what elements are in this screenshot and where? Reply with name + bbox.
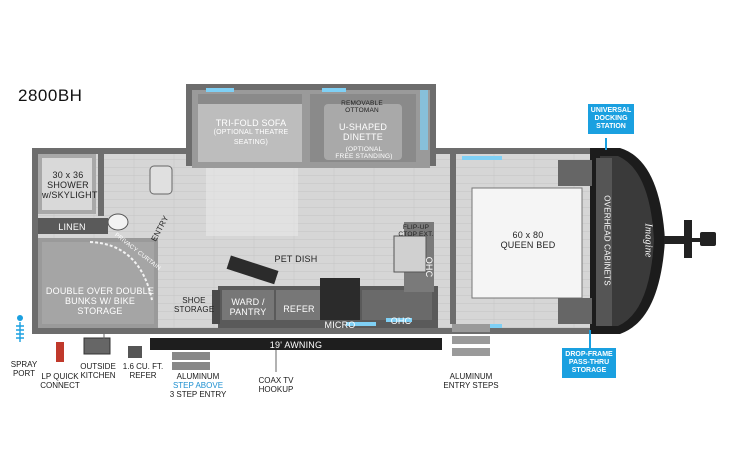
lp-line-1: LP QUICK — [41, 372, 79, 381]
shower-size: 30 x 36 — [52, 170, 84, 180]
refer-outside-icon — [128, 346, 142, 358]
ohc-bottom-label: OHC — [390, 316, 412, 326]
dinette-line-2: DINETTE — [343, 132, 383, 142]
spray-line-2: PORT — [12, 369, 36, 378]
dinette-note: (OPTIONAL FREE STANDING) — [334, 146, 394, 160]
brand-logo: Imagine — [642, 223, 654, 258]
shower-title: SHOWER — [47, 180, 89, 190]
shoe-line-2: STORAGE — [174, 305, 215, 314]
awning-label: 19' AWNING — [269, 340, 323, 350]
kitchen — [218, 222, 438, 328]
bed-size: 60 x 80 — [512, 230, 544, 240]
aluminum-step-label: ALUMINUM STEP ABOVE 3 STEP ENTRY — [166, 372, 230, 399]
docking-line-3: STATION — [596, 123, 626, 130]
spray-port-icon — [16, 315, 24, 342]
rear-bath — [38, 154, 173, 234]
drop-frame-line-3: STORAGE — [571, 367, 607, 374]
awning — [150, 338, 442, 350]
overhead-cabinets-label: OVERHEAD CABINETS — [602, 195, 612, 286]
refer-out-line-1: 1.6 CU. FT. — [122, 362, 164, 371]
sofa-note: (OPTIONAL THEATRE SEATING) — [213, 129, 289, 146]
outside-kitchen-label: OUTSIDE KITCHEN — [76, 362, 120, 380]
kitchen-out-line-2: KITCHEN — [80, 371, 116, 380]
linen-label: LINEN — [58, 222, 86, 232]
coax-line-1: COAX TV — [258, 376, 294, 385]
refer-outside-label: 1.6 CU. FT. REFER — [118, 362, 168, 380]
entry-steps-label: ALUMINUM ENTRY STEPS — [438, 372, 504, 390]
lp-connect-icon — [56, 342, 64, 362]
entry-steps-rear — [172, 352, 210, 370]
ward-line-2: PANTRY — [229, 307, 267, 317]
ohc-side-label: OHC — [424, 256, 434, 278]
entry-steps-line-2: ENTRY STEPS — [443, 381, 499, 390]
lp-connect-label: LP QUICK CONNECT — [36, 372, 84, 390]
dinette-note-line-2: FREE STANDING) — [335, 153, 393, 160]
step-line-3: 3 STEP ENTRY — [169, 390, 227, 399]
dinette-line-1: U-SHAPED — [338, 122, 388, 132]
step-line-2: STEP ABOVE — [172, 381, 224, 390]
bed-title: QUEEN BED — [500, 240, 556, 250]
ottoman-line-2: OTTOMAN — [345, 107, 379, 114]
bedroom — [450, 154, 612, 328]
entry-steps-main — [452, 324, 490, 356]
drop-frame-line-1: DROP-FRAME — [565, 351, 613, 358]
shoe-line-1: SHOE — [182, 296, 206, 305]
sofa-title: TRI-FOLD SOFA — [215, 118, 287, 128]
bunks-line-2: BUNKS W/ BIKE STORAGE — [64, 296, 136, 316]
flip-up-line-2: CTOP EXT. — [398, 231, 434, 238]
shoe-storage-wall — [212, 290, 220, 324]
sofa-label: TRI-FOLD SOFA (OPTIONAL THEATRE SEATING) — [196, 118, 306, 148]
coax-line-2: HOOKUP — [258, 385, 294, 394]
lp-line-2: CONNECT — [40, 381, 80, 390]
slide-out — [186, 84, 436, 168]
shower-note: w/SKYLIGHT — [42, 190, 98, 200]
outside-kitchen-icon — [83, 337, 111, 355]
pet-dish-label: PET DISH — [274, 254, 318, 264]
spray-port-label: SPRAY PORT — [4, 360, 44, 378]
entry-steps-line-1: ALUMINUM — [449, 372, 493, 381]
bed-label: 60 x 80 QUEEN BED — [494, 230, 562, 250]
coax-label: COAX TV HOOKUP — [252, 376, 300, 394]
docking-station-callout: UNIVERSAL DOCKING STATION — [588, 104, 634, 134]
micro-label: MICRO — [324, 320, 356, 330]
model-name: 2800BH — [18, 86, 83, 105]
flip-up-label: FLIP-UP CTOP EXT. — [392, 224, 440, 238]
drop-frame-line-2: PASS-THRU — [568, 359, 610, 366]
bunk-area — [38, 238, 158, 328]
docking-line-2: DOCKING — [594, 115, 628, 122]
dinette-note-line-1: (OPTIONAL — [345, 146, 383, 153]
spray-line-1: SPRAY — [10, 360, 38, 369]
ottoman-label: REMOVABLE OTTOMAN — [334, 100, 390, 114]
docking-line-1: UNIVERSAL — [590, 107, 632, 114]
dinette-label: U-SHAPED DINETTE — [330, 122, 396, 142]
ottoman-line-1: REMOVABLE — [341, 100, 383, 107]
step-line-1: ALUMINUM — [176, 372, 220, 381]
kitchen-out-line-1: OUTSIDE — [80, 362, 116, 371]
shoe-storage-label: SHOE STORAGE — [174, 296, 214, 314]
shower-label: 30 x 36 SHOWER w/SKYLIGHT — [42, 170, 98, 200]
ward-line-1: WARD / — [231, 297, 265, 307]
hitch — [664, 220, 716, 258]
refer-out-line-2: REFER — [129, 371, 157, 380]
refer-label: REFER — [283, 304, 315, 314]
drop-frame-callout: DROP-FRAME PASS-THRU STORAGE — [562, 348, 616, 378]
flip-up-line-1: FLIP-UP — [402, 224, 430, 231]
ward-pantry-label: WARD / PANTRY — [222, 297, 274, 317]
bunks-line-1: DOUBLE OVER DOUBLE — [45, 286, 155, 296]
bunks-label: DOUBLE OVER DOUBLE BUNKS W/ BIKE STORAGE — [42, 286, 158, 316]
